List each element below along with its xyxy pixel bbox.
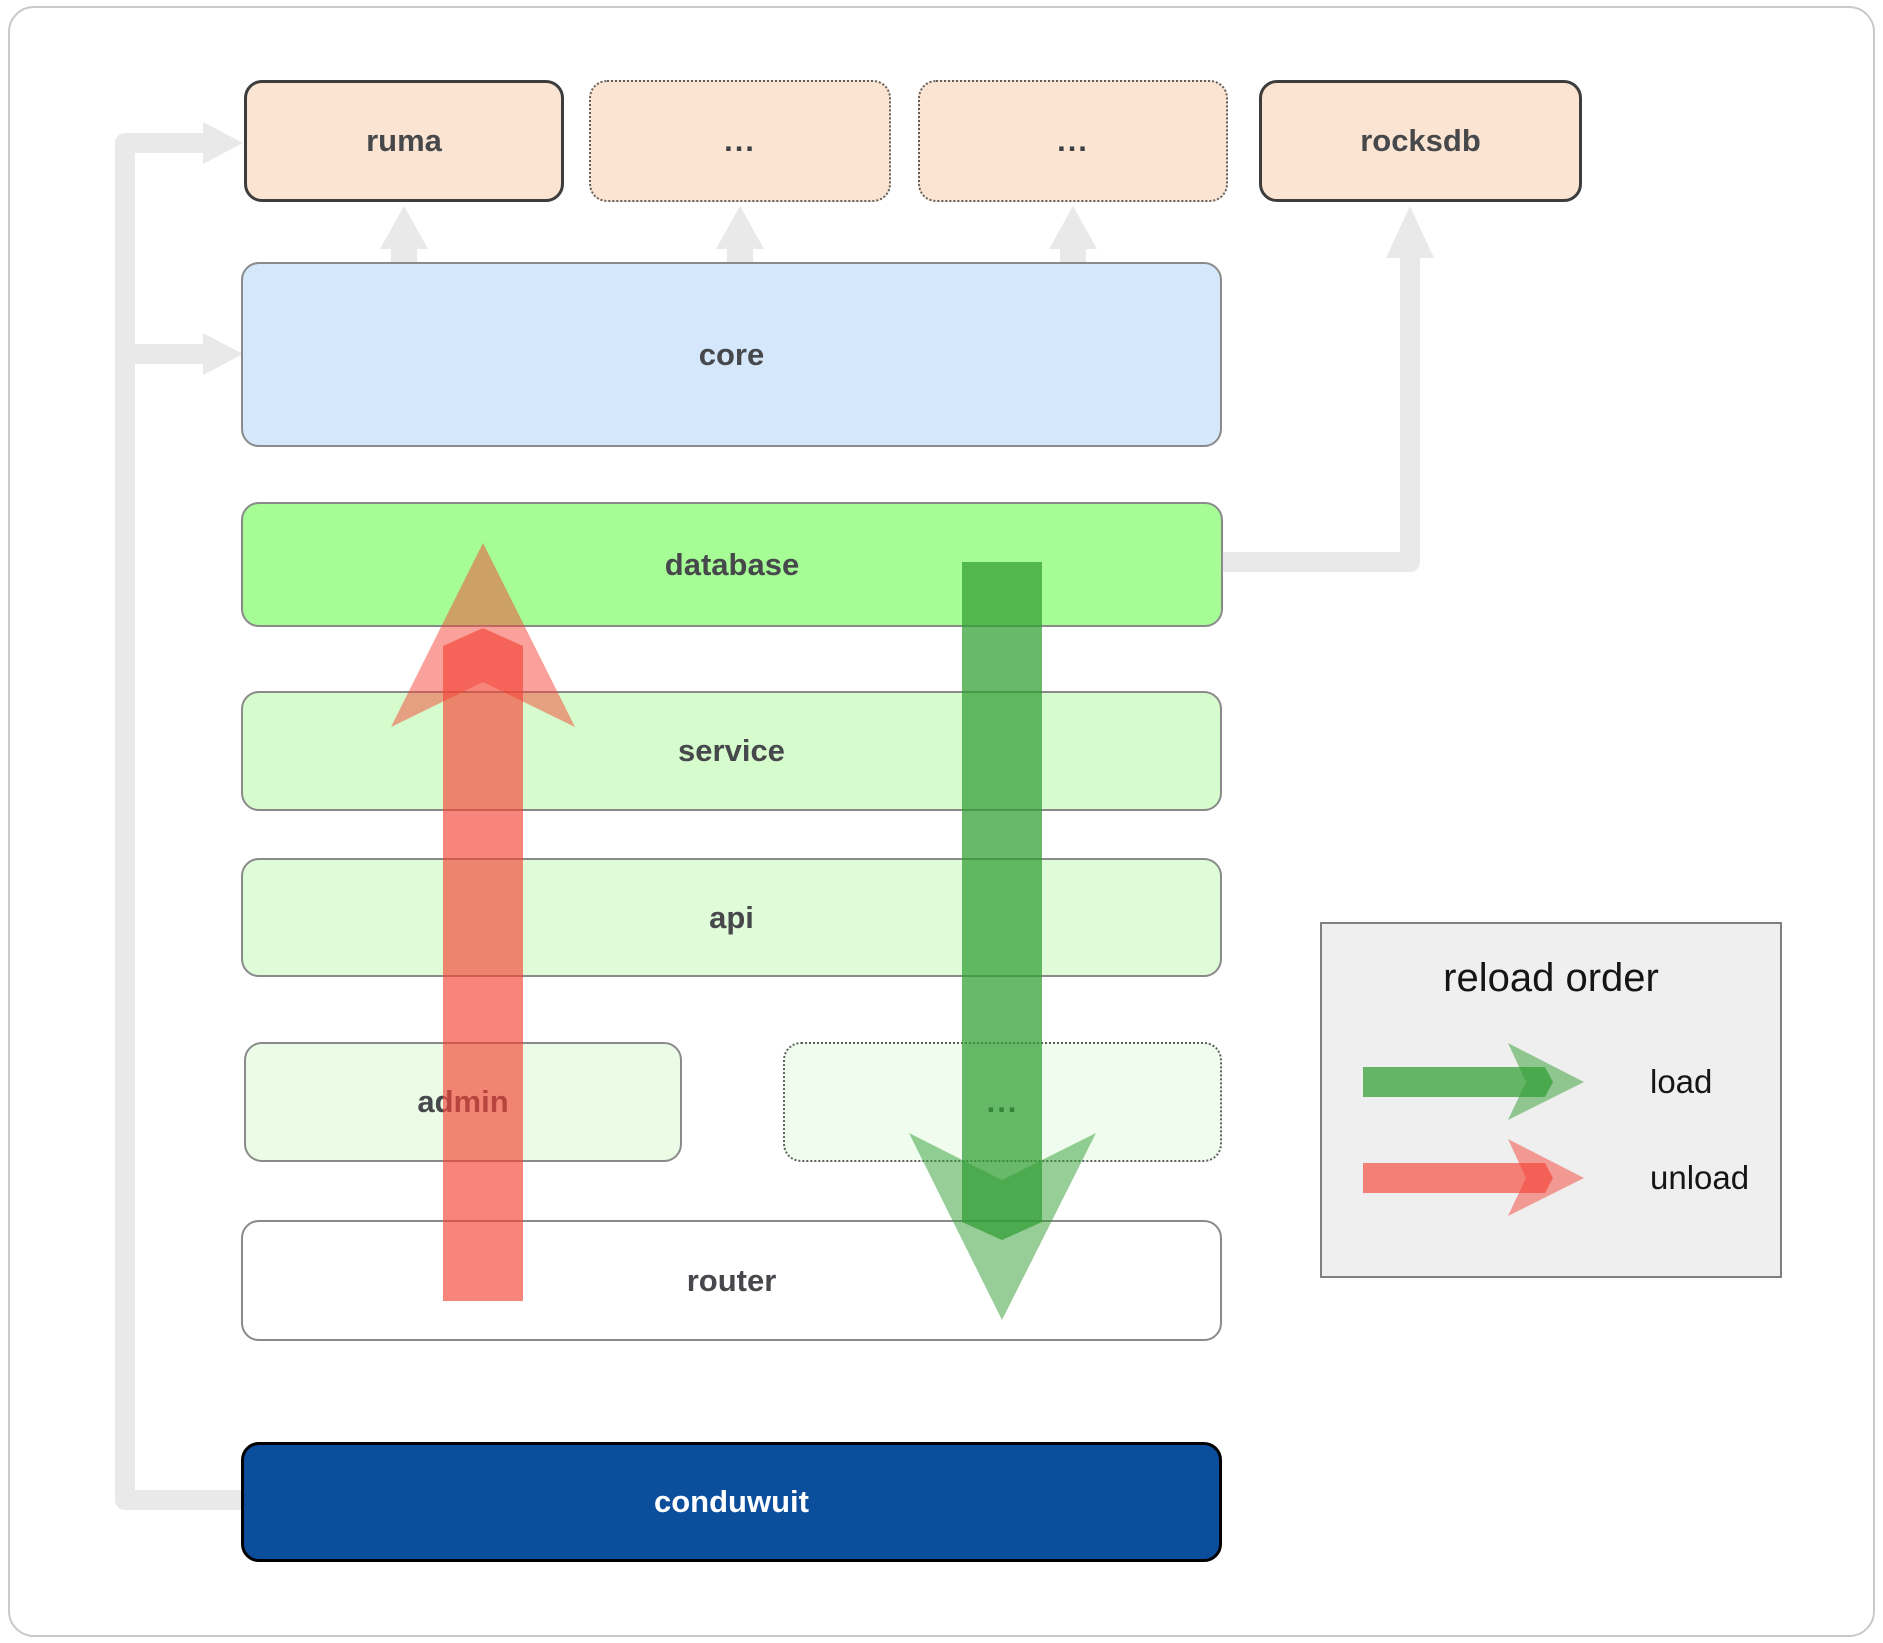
node-top-ellipsis-2-label: ...: [1057, 123, 1089, 158]
node-rocksdb-label: rocksdb: [1360, 123, 1481, 158]
legend-title: reload order: [1443, 956, 1659, 1000]
node-ruma-label: ruma: [366, 123, 442, 158]
node-router-label: router: [686, 1262, 777, 1298]
node-top-ellipsis-1-label: ...: [724, 123, 756, 158]
legend-unload-label: unload: [1650, 1159, 1750, 1196]
node-conduwuit: conduwuit: [241, 1442, 1222, 1562]
node-top-ellipsis-1: ...: [589, 80, 891, 202]
node-database-label: database: [664, 546, 800, 582]
node-core: core: [241, 262, 1222, 447]
node-service-label: service: [678, 733, 785, 768]
node-ruma: ruma: [244, 80, 564, 202]
node-core-label: core: [698, 336, 765, 372]
node-api: api: [241, 858, 1222, 977]
outer-frame: [8, 6, 1875, 1637]
legend-load-label: load: [1650, 1063, 1713, 1100]
legend-box: reload order: [1320, 922, 1782, 1278]
node-conduwuit-label: conduwuit: [654, 1484, 809, 1519]
node-top-ellipsis-2: ...: [918, 80, 1228, 202]
node-rocksdb: rocksdb: [1259, 80, 1582, 202]
node-api-label: api: [709, 899, 754, 935]
